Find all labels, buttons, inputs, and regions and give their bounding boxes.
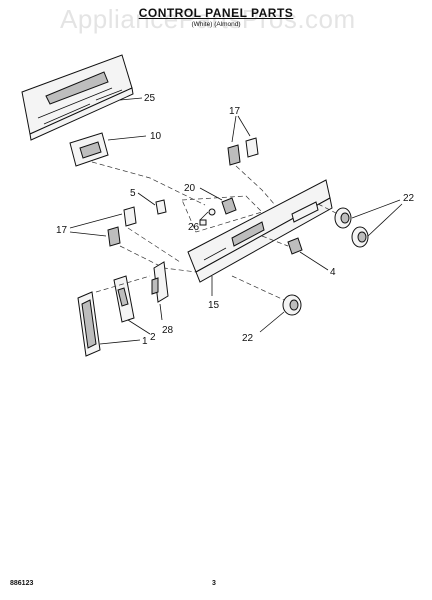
callout-15: 15: [208, 300, 220, 311]
leader-2: [127, 319, 151, 335]
callout-28: 28: [162, 325, 174, 336]
callout-10: 10: [150, 131, 162, 142]
part-25-rear-panel[interactable]: [21, 54, 134, 141]
dash-panel-left: [127, 227, 181, 263]
callout-5: 5: [130, 188, 136, 199]
diagram-header: CONTROL PANEL PARTS (White) (Almond): [0, 6, 432, 29]
part-15-control-panel[interactable]: [187, 179, 333, 283]
dash-4: [261, 235, 289, 247]
part-10-switch[interactable]: [69, 132, 109, 167]
callout-26: 26: [188, 222, 200, 233]
leader-17a-2: [237, 115, 251, 137]
part-1-end-cap[interactable]: [77, 291, 101, 357]
part-5-clip[interactable]: [155, 199, 167, 215]
part-2-side-bracket[interactable]: [113, 275, 135, 323]
callout-17-lower: 17: [56, 225, 68, 236]
document-number: 886123: [10, 580, 34, 587]
leader-10: [107, 135, 147, 141]
dash-cluster: [181, 195, 263, 233]
dash-22b: [231, 275, 285, 301]
callout-20: 20: [184, 183, 196, 194]
part-17-clips-upper[interactable]: [227, 137, 259, 166]
callout-1: 1: [142, 336, 148, 347]
page-title: CONTROL PANEL PARTS: [138, 6, 294, 20]
leader-17b-2: [69, 231, 107, 237]
leader-25: [119, 97, 143, 101]
leader-1: [99, 339, 141, 345]
model-line-2: (White) (Almond): [191, 21, 241, 28]
leader-22b: [259, 311, 285, 333]
part-20-26-hardware[interactable]: [199, 197, 237, 226]
callout-2: 2: [150, 332, 156, 343]
part-22-knob-lower[interactable]: [282, 294, 302, 316]
dash-22a: [317, 203, 339, 215]
leader-26: [199, 211, 209, 221]
leader-22a-1: [351, 199, 401, 219]
callout-4: 4: [330, 267, 336, 278]
callout-17-upper: 17: [229, 106, 241, 117]
part-4-knob[interactable]: [287, 237, 303, 255]
leader-28: [159, 303, 163, 321]
leader-5: [137, 192, 156, 206]
callout-22-lower: 22: [242, 333, 254, 344]
callout-25: 25: [144, 93, 156, 104]
dash-17a: [235, 165, 276, 206]
leader-22a-2: [367, 203, 403, 237]
callout-22-right: 22: [403, 193, 415, 204]
dash-10: [91, 161, 206, 206]
part-22-knobs-right[interactable]: [334, 207, 369, 248]
watermark: AppliancePartsPros.com: [60, 4, 356, 34]
leader-4: [299, 251, 329, 271]
leader-17a-1: [231, 115, 237, 143]
dash-1: [95, 275, 151, 293]
page-number: 3: [212, 580, 216, 587]
leader-20: [199, 187, 223, 201]
leader-17b-1: [69, 213, 123, 229]
part-28-bracket[interactable]: [151, 261, 169, 303]
part-17-clips-lower[interactable]: [107, 206, 137, 247]
